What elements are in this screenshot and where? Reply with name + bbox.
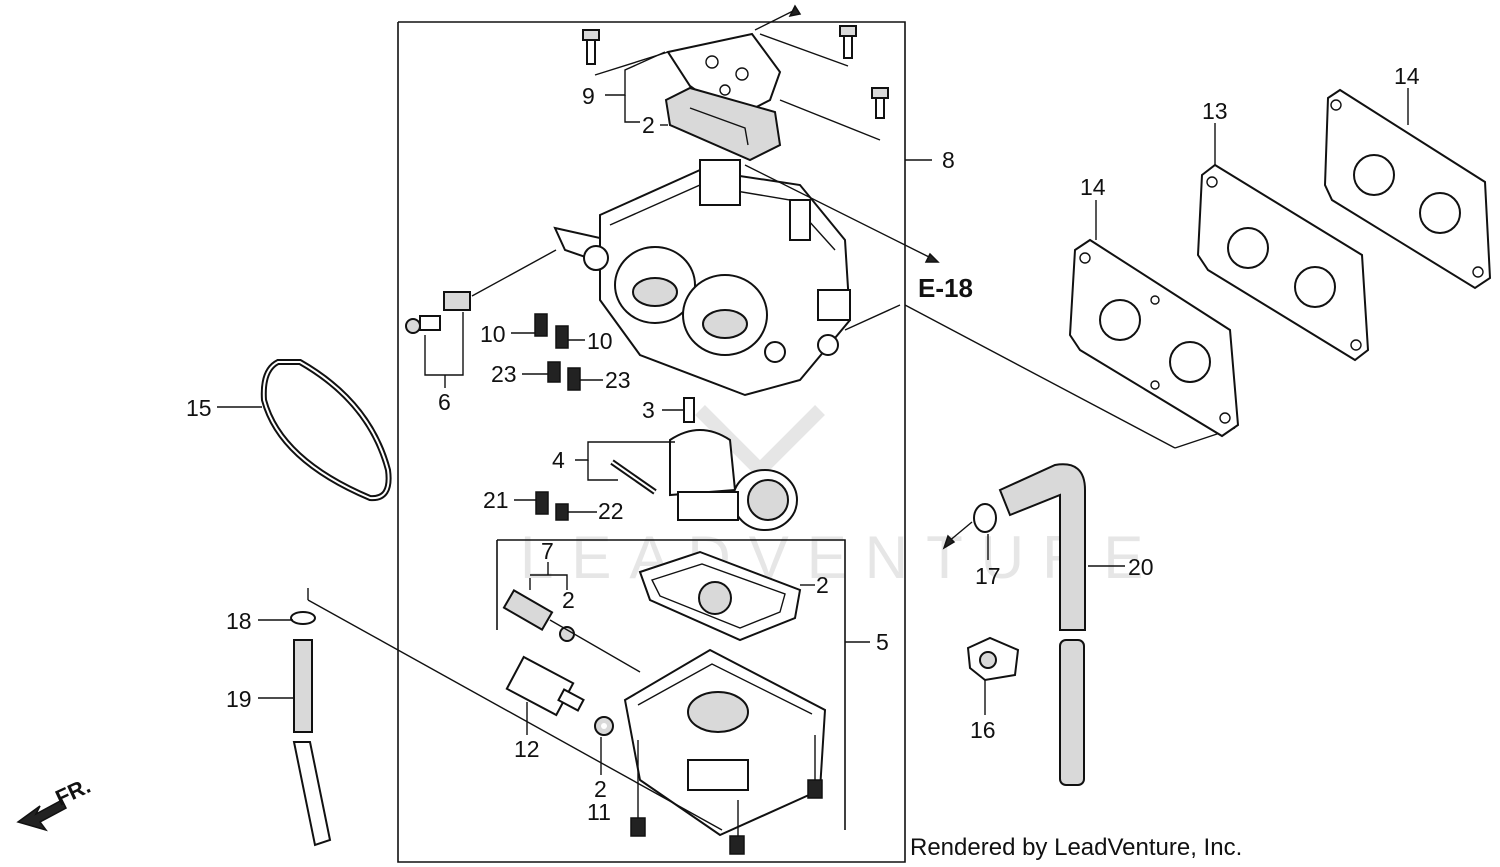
callout-14-front: 14	[1080, 174, 1106, 200]
callout-19: 19	[226, 686, 252, 712]
callout-22: 22	[598, 498, 624, 524]
drain-plug	[555, 503, 569, 521]
arrow-up-line	[754, 9, 796, 31]
watermark: LEADVENTURE	[520, 524, 1161, 591]
drain-screw	[535, 491, 549, 515]
render-credit: Rendered by LeadVenture, Inc.	[910, 834, 1242, 861]
idle-screw-set	[502, 588, 554, 632]
bowl-gasket	[638, 550, 802, 642]
pilot-spring	[443, 291, 471, 311]
fuel-tube-long	[292, 741, 332, 847]
fuel-tube-short	[293, 639, 313, 733]
callout-9: 9	[582, 83, 595, 109]
callout-16: 16	[970, 717, 996, 743]
callout-8: 8	[942, 147, 955, 173]
top-cover-plate	[666, 32, 782, 120]
callout-11: 11	[587, 799, 611, 825]
main-jet-left	[534, 313, 548, 337]
callout-10-right: 10	[587, 328, 613, 354]
tube-clip-small	[973, 503, 997, 533]
callout-23-right: 23	[605, 367, 631, 393]
float-pin	[610, 459, 657, 495]
callout-3: 3	[642, 397, 655, 423]
top-cover-gasket	[664, 86, 782, 162]
bowl-subframe	[497, 539, 846, 830]
callout-17: 17	[975, 563, 1001, 589]
bowl-screw-left	[630, 817, 646, 837]
callout-12: 12	[514, 736, 540, 762]
fuel-cut-solenoid	[505, 655, 585, 717]
callout-2-bowl-gasket: 2	[816, 572, 829, 598]
insulator-gasket-rear	[1323, 88, 1492, 290]
hose-clip	[290, 611, 316, 625]
breather-tube-bent	[998, 463, 1086, 631]
callout-23-left: 23	[491, 361, 517, 387]
callout-18: 18	[226, 608, 252, 634]
leader-lines	[217, 51, 1409, 775]
callout-2-o-ring: 2	[562, 587, 575, 613]
float-assembly	[669, 429, 798, 531]
top-cover-screw-right	[839, 25, 857, 59]
callout-7: 7	[541, 538, 554, 564]
callout-10-left: 10	[480, 321, 506, 347]
callout-5: 5	[876, 629, 889, 655]
callout-6: 6	[438, 389, 451, 415]
front-direction-arrow: FR.	[16, 773, 94, 832]
callout-21: 21	[483, 487, 509, 513]
callout-2-washer: 2	[594, 776, 607, 802]
bowl-screw-right	[807, 779, 823, 799]
assembly-frame	[397, 21, 906, 863]
solenoid-washer	[594, 716, 614, 736]
carburetor-insulator	[1196, 163, 1370, 362]
breather-tube-straight	[1059, 639, 1085, 786]
reference-tag-e18: E-18	[918, 273, 973, 303]
callout-20: 20	[1128, 554, 1154, 580]
insulator-gasket-front	[1068, 238, 1240, 438]
top-cover-screw-left	[582, 29, 600, 65]
top-cover-screw-front	[871, 87, 889, 119]
slow-jet-right	[567, 367, 581, 391]
pilot-screw	[405, 315, 441, 334]
bowl-screw-front	[729, 835, 745, 855]
carburetor-body	[553, 159, 852, 397]
callout-4: 4	[552, 447, 565, 473]
callout-13: 13	[1202, 98, 1228, 124]
tube-clamp	[966, 636, 1020, 682]
main-jet-right	[555, 325, 569, 349]
float-bowl	[623, 648, 827, 837]
float-needle	[683, 397, 695, 423]
air-cleaner-gasket-ring	[260, 359, 392, 502]
callout-14-rear: 14	[1394, 63, 1420, 89]
slow-jet-left	[547, 361, 561, 383]
callout-2-top-gasket: 2	[642, 112, 655, 138]
callout-15: 15	[186, 395, 212, 421]
